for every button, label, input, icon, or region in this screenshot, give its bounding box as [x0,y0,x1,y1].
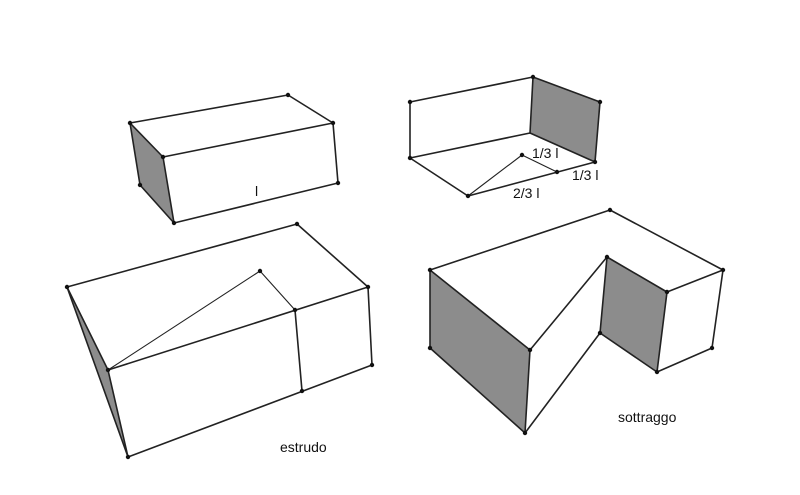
extrude-top-left-edge [66,286,109,371]
extrude-diagonal-return [259,270,296,311]
subtract-vertices [427,207,726,436]
label-third: 1/3 l [532,145,558,161]
subtract-notch-top [606,256,668,293]
figure-extrude: estrudo [64,221,375,460]
thirds-floor-back-edge [409,132,531,159]
box-left-face [130,123,174,223]
figure-subtract: sottraggo [427,207,726,436]
thirds-third-line [521,154,558,173]
box-vertices [127,92,341,226]
box-top-front-edge [162,122,334,158]
extrude-vertices [64,221,375,460]
subtract-right-vertical [656,291,668,373]
subtract-notch-left-slope [529,256,608,351]
thirds-vertices [407,74,603,199]
extrude-divider-vertical [294,309,303,392]
subtract-notch-vertical [599,256,608,334]
subtract-top-front-edge [429,269,531,351]
extrude-front-left-edge [107,369,129,458]
figure-box: l [127,92,341,226]
extrude-outline [66,223,373,458]
label-extrude: estrudo [280,439,327,455]
subtract-notch-face [600,257,667,372]
subtract-left-face [430,270,530,433]
label-two-thirds: 2/3 l [513,185,539,201]
label-edge-l: l [255,183,258,199]
box-top-left-edge [129,122,164,158]
thirds-diagonal [467,154,523,197]
thirds-floor-right-edge [529,132,596,163]
extrude-diagonal [107,270,261,371]
label-third-side: 1/3 l [572,167,598,183]
box-front-left-edge [162,156,175,224]
thirds-back-vertical [529,76,534,134]
subtract-right-top [666,269,724,293]
label-subtract: sottraggo [618,409,677,425]
extrude-front-top-edge [107,286,369,371]
figure-thirds: 1/3 l 1/3 l 2/3 l [407,74,603,201]
subtract-front-vertical [524,349,531,434]
